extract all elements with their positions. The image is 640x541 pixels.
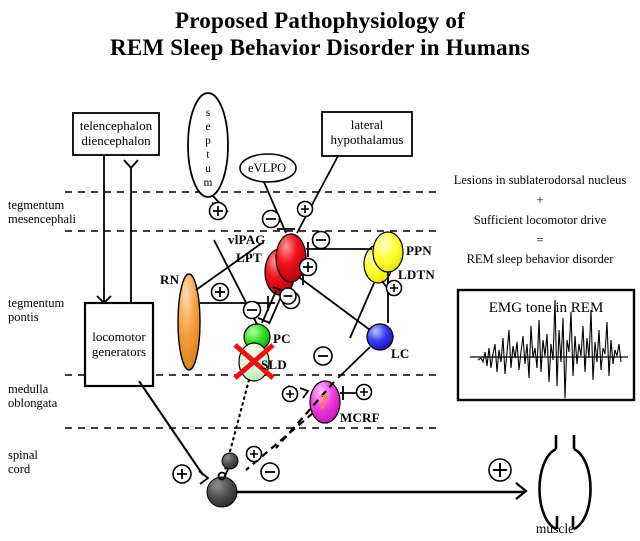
evlpo-axon bbox=[263, 181, 287, 234]
locomotor-output-path bbox=[138, 380, 204, 476]
septum-ellipse bbox=[187, 92, 229, 198]
equation-line-3: Sufficient locomotor drive bbox=[473, 213, 607, 227]
lc-descending-fiber bbox=[337, 346, 371, 379]
spinal-motoneuron[interactable] bbox=[206, 476, 238, 508]
emg-panel-title: EMG tone in REM bbox=[488, 300, 604, 316]
arrowhead-locomotor-input bbox=[96, 295, 112, 305]
ldtn-label: LDTN bbox=[398, 267, 435, 282]
neuromuscular-terminal-fork bbox=[515, 482, 528, 500]
evlpo-label: eVLPO bbox=[248, 161, 287, 175]
lc-label: LC bbox=[391, 346, 410, 361]
arrowhead-telencephalon-top bbox=[123, 159, 139, 170]
lesion-stroke-2 bbox=[233, 343, 275, 380]
muscle-label: muscle bbox=[535, 521, 575, 536]
mcrf-left-fork-2 bbox=[287, 385, 298, 397]
mcrf-dashed-axon bbox=[245, 412, 314, 471]
lateral-hypothalamus-label: lateral hypothalamus bbox=[330, 117, 404, 147]
page-title-line-1: Proposed Pathophysiology of bbox=[175, 8, 465, 33]
muscle-outline-left bbox=[538, 447, 557, 531]
mcrf-question-mark: ? bbox=[318, 390, 329, 414]
rn-label: RN bbox=[160, 272, 180, 287]
page-title-line-2: REM Sleep Behavior Disorder in Humans bbox=[110, 35, 530, 60]
lpt-label: LPT bbox=[236, 250, 262, 265]
mcrf-left-fork bbox=[299, 387, 310, 399]
vlpag-nucleus[interactable] bbox=[275, 233, 307, 283]
telencephalon-label: telencephalon diencephalon bbox=[79, 118, 153, 148]
pc-ascending-1 bbox=[261, 290, 277, 324]
equation-line-2: + bbox=[536, 193, 544, 207]
lateral-hypothalamus-path bbox=[296, 155, 339, 234]
region-label-tegmentum-pontis: tegmentum pontis bbox=[8, 296, 65, 324]
equation-line-5: REM sleep behavior disorder bbox=[466, 252, 614, 266]
evlpo-to-vlpag-path bbox=[263, 181, 295, 234]
rn-projection bbox=[200, 296, 275, 311]
ppn-nucleus[interactable] bbox=[372, 231, 404, 273]
sld-label: SLD bbox=[261, 357, 287, 372]
spinal-local-connections bbox=[198, 468, 229, 485]
septum-terminal-fork bbox=[211, 202, 221, 214]
lc-nucleus[interactable] bbox=[366, 323, 394, 351]
spinal-interneuron[interactable] bbox=[221, 452, 239, 470]
muscle-outline-right bbox=[573, 447, 592, 531]
vlpag-label: vlPAG bbox=[228, 232, 266, 247]
muscle-shape bbox=[538, 435, 592, 531]
lc-axon-down bbox=[337, 346, 371, 379]
mcrf-label: MCRF bbox=[340, 410, 380, 425]
locomotor-terminal-fork bbox=[198, 470, 210, 485]
forebrain-descending-tracts bbox=[96, 155, 139, 305]
pc-label: PC bbox=[273, 331, 291, 346]
mcrf-dashed-axon-2 bbox=[275, 381, 335, 449]
vlpag-descending-fibers bbox=[299, 271, 371, 331]
region-label-spinal-cord: spinal cord bbox=[8, 448, 38, 476]
lateral-hypothalamus-box bbox=[321, 111, 413, 157]
region-label-medulla-oblongata: medulla oblongata bbox=[8, 382, 58, 410]
interneuron-terminal-ring bbox=[217, 471, 227, 481]
evlpo-ellipse bbox=[239, 153, 297, 183]
equation-line-1: Lesions in sublaterodorsal nucleus bbox=[453, 173, 627, 187]
septum-output-path bbox=[211, 195, 229, 214]
motoneuron-to-muscle-path bbox=[237, 482, 528, 500]
mcrf-nucleus[interactable] bbox=[309, 380, 341, 424]
locomotor-generators-box bbox=[83, 301, 155, 388]
rn-nucleus[interactable] bbox=[177, 273, 201, 371]
ppn-label: PPN bbox=[406, 243, 432, 258]
lh-axon bbox=[296, 155, 339, 234]
region-label-tegmentum-mesencephali: tegmentum mesencephali bbox=[8, 198, 77, 226]
locomotor-generators-label: locomotor generators bbox=[91, 329, 147, 359]
pc-ascending-2 bbox=[268, 291, 284, 325]
vlpag-ppn-connection bbox=[306, 242, 372, 257]
sld-lesion-cross bbox=[233, 343, 275, 380]
equation-line-4: = bbox=[536, 233, 544, 247]
fiber-crossing-rn bbox=[195, 242, 263, 291]
telencephalon-diencephalon-box bbox=[72, 112, 160, 156]
fiber-ppn-down-left bbox=[349, 282, 375, 339]
locomotor-axon bbox=[138, 380, 204, 476]
fiber-vlpag-to-lc bbox=[299, 277, 371, 331]
